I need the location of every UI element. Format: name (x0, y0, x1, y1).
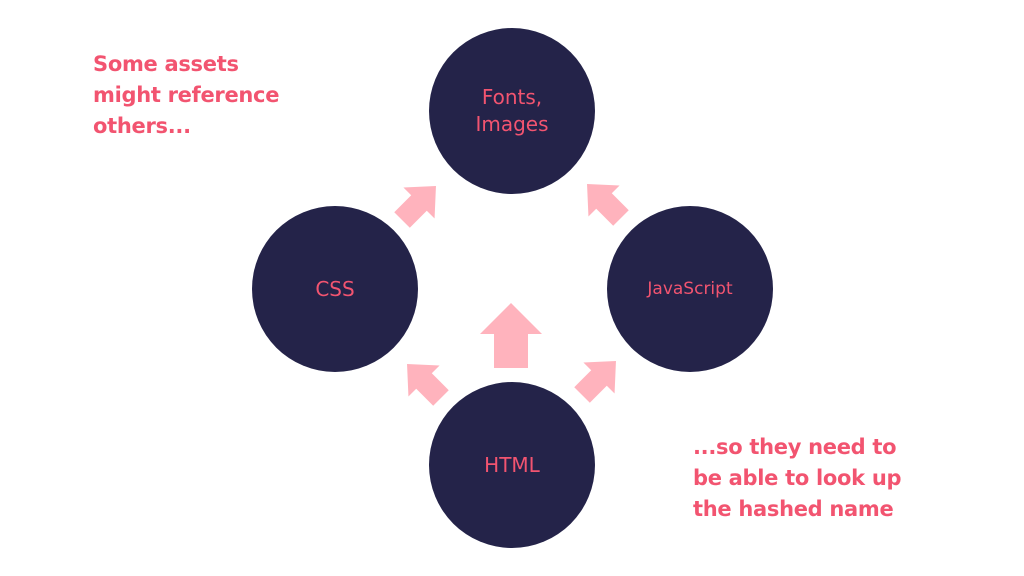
node-html: HTML (429, 382, 595, 548)
node-javascript: JavaScript (607, 206, 773, 372)
node-label: CSS (315, 277, 355, 301)
note-hashed-name: ...so they need to be able to look up th… (693, 432, 902, 525)
node-label: JavaScript (647, 279, 733, 299)
note-line: ...so they need to (693, 435, 897, 459)
arrow-html-to-javascript (574, 361, 616, 403)
note-line: Some assets (93, 52, 239, 76)
node-label: Images (475, 112, 549, 136)
node-fonts-images: Fonts, Images (429, 28, 595, 194)
node-label: HTML (484, 453, 540, 477)
note-some-assets: Some assets might reference others... (93, 49, 279, 142)
arrow-html-to-css (407, 364, 449, 406)
note-line: might reference (93, 83, 280, 107)
node-label: Fonts, (481, 85, 543, 109)
node-css: CSS (252, 206, 418, 372)
note-line: others... (93, 114, 191, 138)
note-line: the hashed name (693, 497, 894, 521)
note-line: be able to look up (693, 466, 902, 490)
arrow-html-to-fonts-images (480, 303, 542, 368)
arrow-css-to-fonts-images (394, 186, 436, 228)
arrow-javascript-to-fonts-images (587, 184, 629, 226)
